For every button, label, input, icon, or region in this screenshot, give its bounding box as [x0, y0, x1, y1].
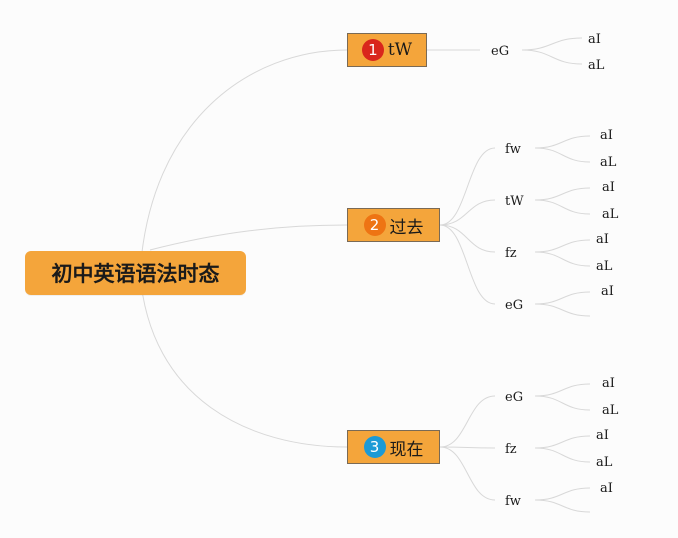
leaf-topic[interactable]: aI [602, 376, 615, 391]
connector-leaf [534, 447, 591, 463]
leaf-topic[interactable]: aI [601, 284, 614, 299]
connector-leaf [534, 239, 591, 253]
branch-topic-2[interactable]: 2 过去 [347, 208, 440, 242]
branch-topic-1[interactable]: 1 tW [347, 33, 427, 67]
connector-leaf [534, 487, 591, 501]
connector-branch-2-sub [439, 147, 496, 226]
leaf-topic[interactable]: aI [602, 180, 615, 195]
connector-branch-3-sub [439, 446, 496, 449]
subtopic[interactable]: fw [505, 142, 521, 157]
subtopic[interactable]: eG [491, 44, 510, 59]
number-one-icon: 1 [361, 39, 384, 61]
connector-branch-2-sub [439, 199, 496, 226]
leaf-topic[interactable]: aI [600, 481, 613, 496]
connector-leaf [534, 291, 591, 305]
leaf-topic[interactable]: aL [596, 455, 613, 470]
branch-topic-2-label: 过去 [389, 217, 424, 238]
leaf-topic[interactable]: aL [596, 259, 613, 274]
connector-leaf [534, 395, 591, 411]
subtopic[interactable]: fz [505, 246, 517, 261]
connector-branch-3-sub [439, 395, 496, 448]
connector-leaf [521, 37, 583, 51]
leaf-topic[interactable]: aL [602, 403, 619, 418]
branch-topic-3[interactable]: 3 现在 [347, 430, 440, 464]
connector-root-branch-3 [139, 272, 348, 448]
connector-leaf [534, 383, 591, 397]
subtopic[interactable]: fz [505, 442, 517, 457]
leaf-topic[interactable]: aI [596, 232, 609, 247]
connector-leaf [534, 499, 591, 513]
subtopic[interactable]: tW [505, 194, 524, 209]
leaf-topic[interactable]: aI [588, 32, 601, 47]
root-topic[interactable]: 初中英语语法时态 [25, 251, 246, 295]
connector-leaf [534, 199, 591, 215]
root-topic-label: 初中英语语法时态 [51, 262, 220, 286]
subtopic[interactable]: eG [505, 390, 524, 405]
leaf-topic[interactable]: aI [600, 128, 613, 143]
connector-leaf [534, 251, 591, 267]
number-two-icon: 2 [363, 214, 386, 236]
connector-root-branch-1 [139, 49, 348, 274]
subtopic[interactable]: eG [505, 298, 524, 313]
connector-branch-3-sub [439, 446, 496, 501]
subtopic[interactable]: fw [505, 494, 521, 509]
number-three-icon: 3 [363, 436, 386, 458]
leaf-topic[interactable]: aI [596, 428, 609, 443]
leaf-topic[interactable]: aL [602, 207, 619, 222]
connector-leaf [521, 49, 583, 65]
connector-leaf [534, 135, 591, 149]
branch-topic-3-label: 现在 [389, 439, 424, 460]
branch-topic-1-label: tW [387, 40, 413, 60]
leaf-topic[interactable]: aL [588, 58, 605, 73]
connector-branch-2-sub [439, 224, 496, 305]
connector-leaf [534, 147, 591, 163]
connector-leaf [534, 187, 591, 201]
connector-leaf [534, 303, 591, 317]
connector-root-branch-2 [149, 224, 348, 251]
connector-leaf [534, 435, 591, 449]
leaf-topic[interactable]: aL [600, 155, 617, 170]
connector-branch-2-sub [439, 224, 496, 253]
